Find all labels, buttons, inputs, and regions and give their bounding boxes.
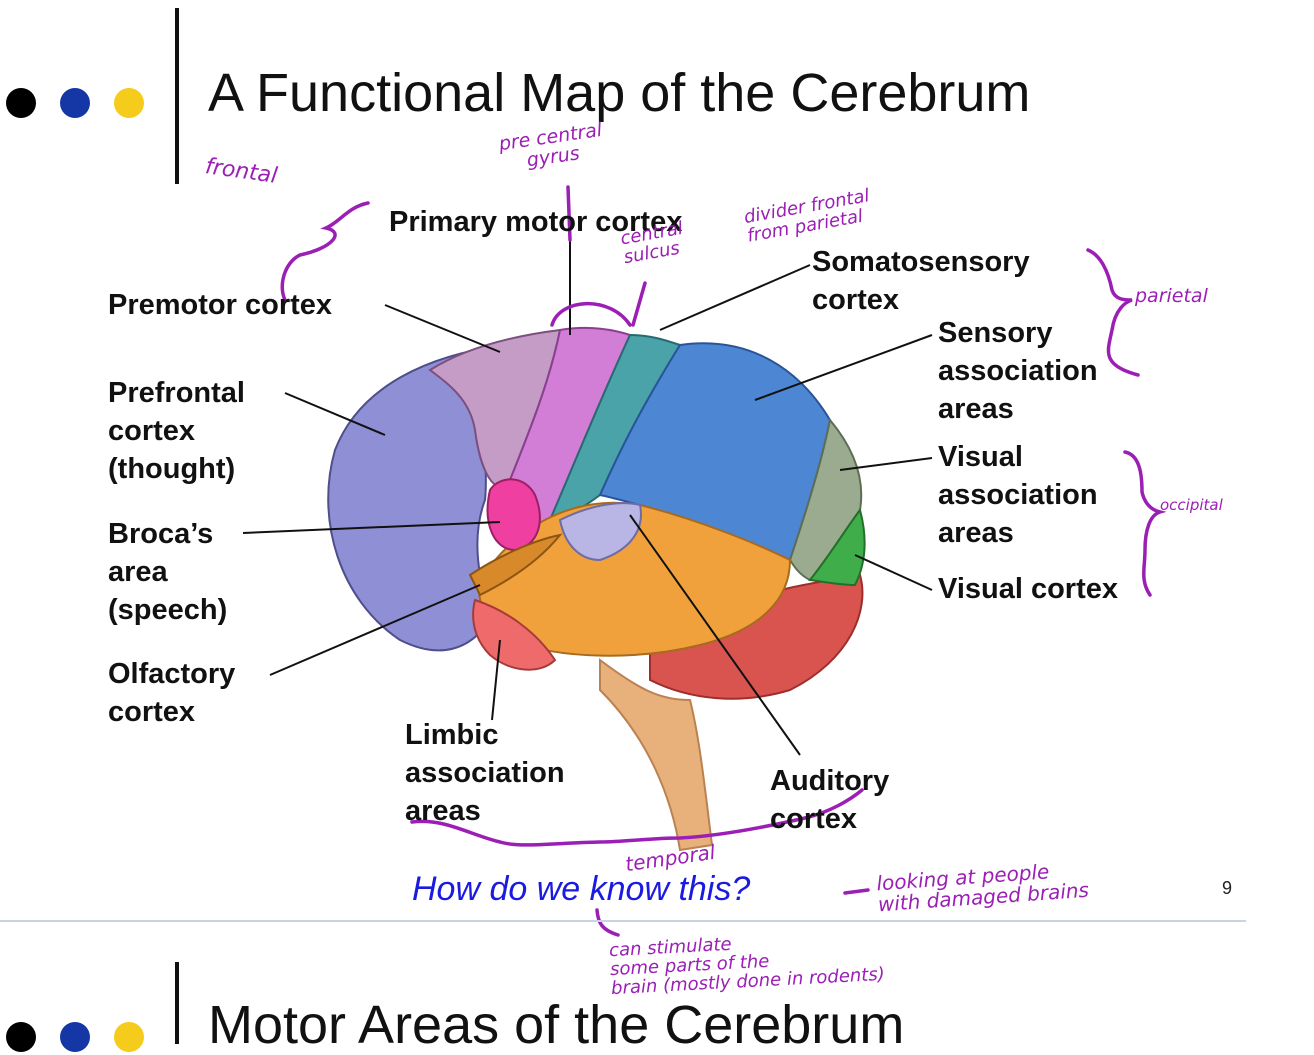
olfactory-region: [468, 533, 563, 597]
label-olfactory-cortex: Olfactory cortex: [108, 658, 236, 728]
next-bullet-dot-blue: [60, 1022, 90, 1052]
page-number: 9: [1222, 878, 1233, 898]
label-primary-motor-cortex: Primary motor cortex: [389, 206, 683, 238]
next-bullet-dot-black: [6, 1022, 36, 1052]
auditory-region: [558, 502, 642, 562]
brainstem: [599, 658, 714, 852]
label-auditory-cortex: Auditory cortex: [770, 765, 890, 835]
label-sensory-association: Sensory association areas: [938, 317, 1098, 425]
label-premotor-cortex: Premotor cortex: [108, 289, 333, 321]
prefrontal-region: [327, 343, 507, 652]
label-brocas-area: Broca’s area (speech): [108, 518, 228, 626]
note-parietal: parietal: [1135, 285, 1208, 307]
visual-cortex-region: [808, 507, 866, 587]
bullet-dot-yellow: [114, 88, 144, 118]
slide-title: A Functional Map of the Cerebrum: [208, 63, 1031, 123]
label-somatosensory-cortex: Somatosensory cortex: [812, 246, 1030, 316]
next-slide-title: Motor Areas of the Cerebrum: [208, 995, 905, 1055]
bullet-dot-black: [6, 88, 36, 118]
label-prefrontal-cortex: Prefrontal cortex (thought): [108, 377, 245, 485]
title-divider-bar: [175, 8, 179, 184]
note-occipital: occipital: [1160, 496, 1223, 514]
slide-separator: [0, 920, 1246, 922]
next-bullet-dot-yellow: [114, 1022, 144, 1052]
label-limbic-association: Limbic association areas: [405, 719, 565, 827]
limbic-region: [472, 598, 557, 671]
label-visual-cortex: Visual cortex: [938, 573, 1119, 605]
bullet-dot-blue: [60, 88, 90, 118]
broca-region: [486, 478, 541, 552]
question-text: How do we know this?: [412, 870, 751, 908]
next-title-divider-bar: [175, 962, 179, 1044]
label-visual-association: Visual association areas: [938, 441, 1098, 549]
